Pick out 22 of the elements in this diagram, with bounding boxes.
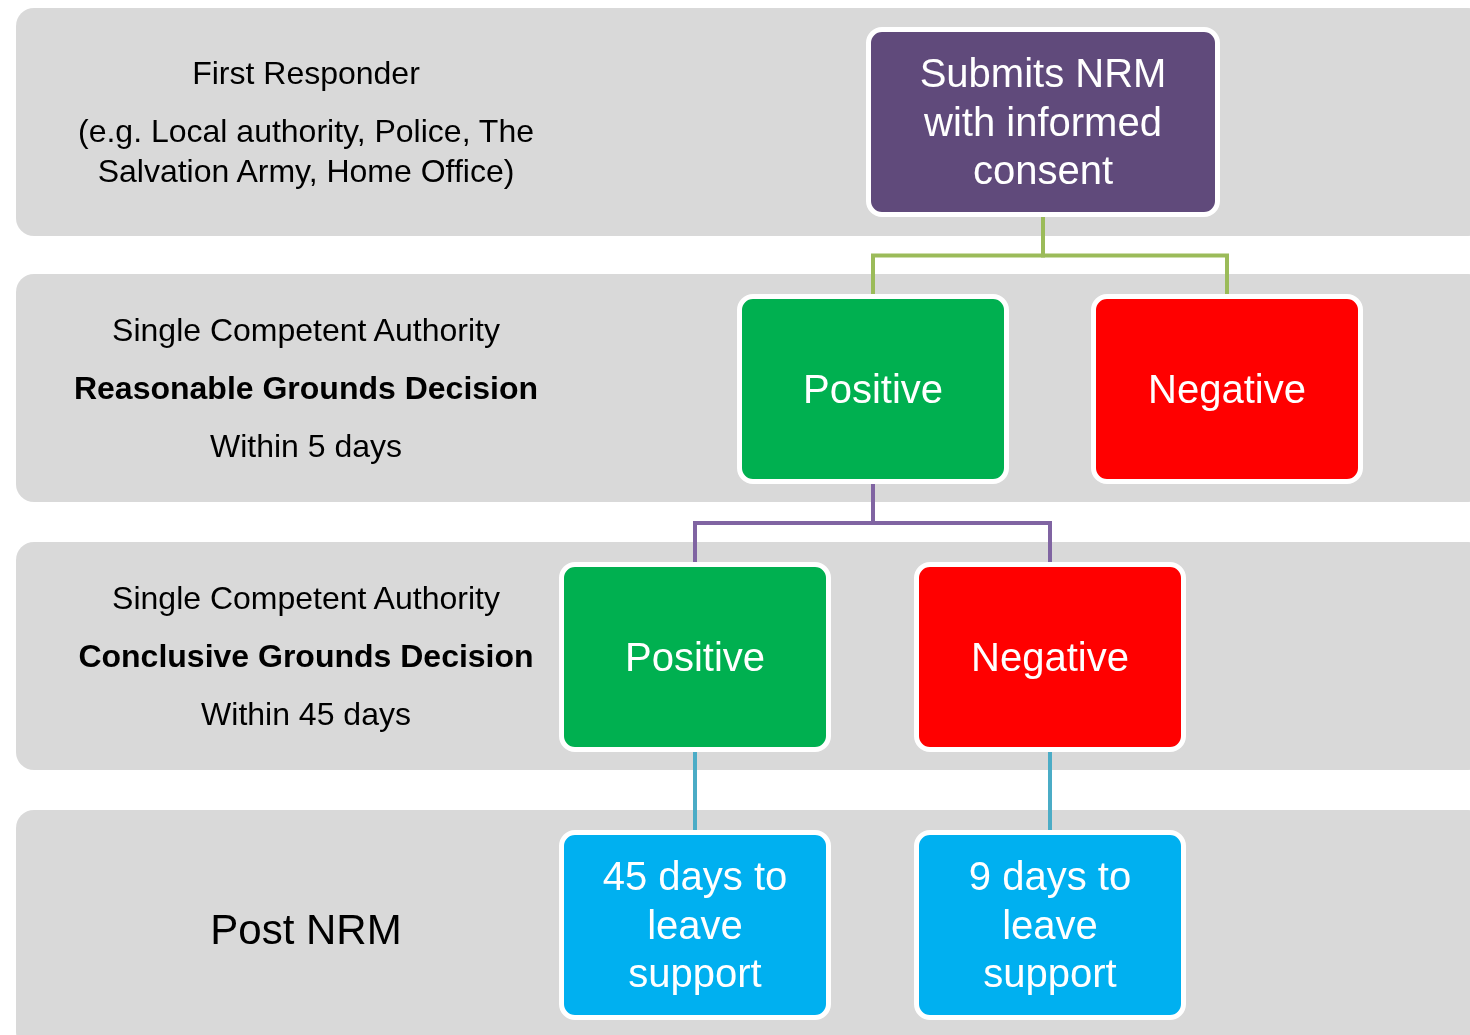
lane-band [16, 542, 1470, 770]
lane-text: Conclusive Grounds Decision [78, 637, 534, 676]
lane-heading: Single Competent Authority [112, 311, 500, 350]
outcome-box: Negative [914, 562, 1186, 752]
lane-text: Within 5 days [209, 427, 403, 466]
lane-text: Reasonable Grounds Decision [73, 369, 539, 408]
lane-band [16, 8, 1470, 236]
outcome-box: Positive [737, 294, 1009, 484]
lane-text: Within 45 days [201, 695, 411, 734]
lane-heading: Single Competent Authority [112, 579, 500, 618]
outcome-box: 45 days to leave support [559, 830, 831, 1020]
outcome-box: Positive [559, 562, 831, 752]
connector-line [693, 752, 697, 830]
outcome-box: Negative [1091, 294, 1363, 484]
lane-heading: First Responder [192, 54, 420, 93]
lane-band [16, 274, 1470, 502]
lane-heading: Post NRM [210, 904, 402, 955]
outcome-box: 9 days to leave support [914, 830, 1186, 1020]
connector-line [1048, 752, 1052, 830]
lane-band [16, 810, 1470, 1035]
lane-text: (e.g. Local authority, Police, The Salvation Army, Home Office) [77, 112, 535, 191]
outcome-box: Submits NRM with informed consent [866, 27, 1220, 217]
